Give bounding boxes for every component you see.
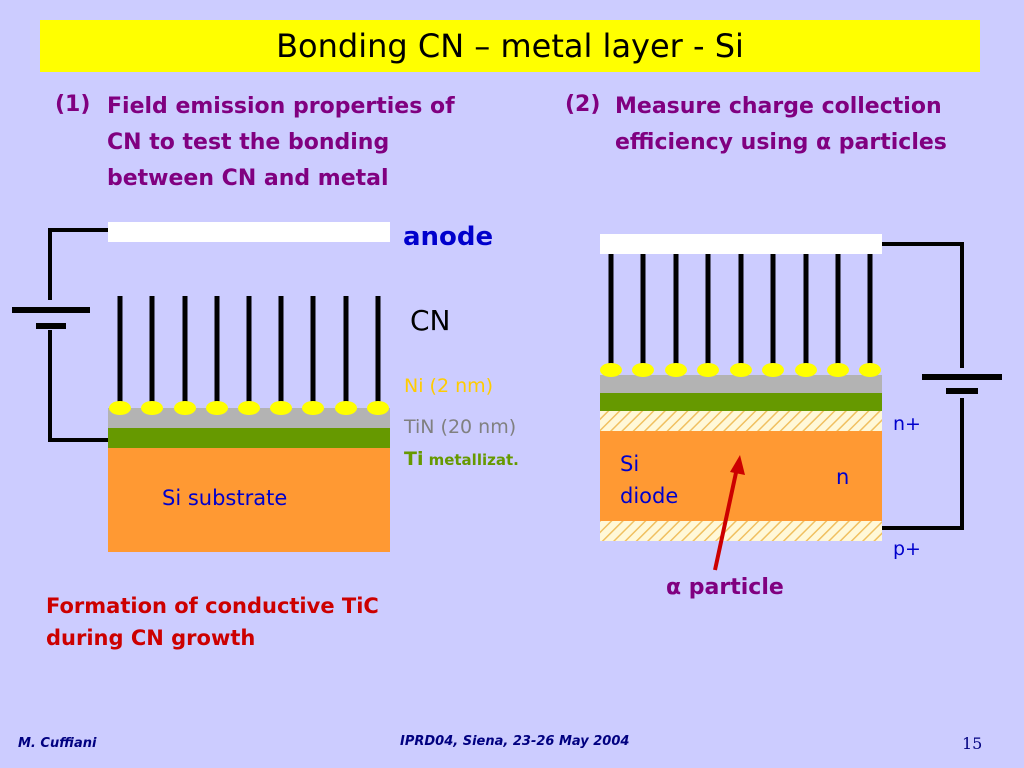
- item-2-number: (2): [565, 92, 601, 117]
- ti-label: Ti metallizat.: [404, 448, 519, 470]
- right-ni-dots: [600, 363, 881, 377]
- nplus-label: n+: [893, 413, 921, 435]
- item-1-line: between CN and metal: [107, 166, 389, 191]
- left-ni-dots: [109, 401, 389, 415]
- left-ti-layer: [108, 428, 390, 448]
- diode-label: diode: [620, 484, 679, 508]
- right-si-diode: [600, 431, 882, 521]
- right-nplus-layer: [600, 411, 882, 431]
- n-label: n: [836, 465, 850, 489]
- anode-label: anode: [403, 222, 494, 252]
- footer-conference: IPRD04, Siena, 23-26 May 2004: [400, 734, 630, 749]
- left-cn-nanotubes: [117, 296, 381, 404]
- item-1-text: Field emission properties of CN to test …: [107, 89, 455, 197]
- left-si-substrate: [108, 448, 390, 552]
- ti-label-bold: Ti: [404, 448, 424, 470]
- left-battery-icon: [12, 300, 90, 330]
- right-top-plate: [600, 234, 882, 254]
- left-anode-plate: [108, 222, 390, 242]
- tic-note-line: Formation of conductive TiC: [46, 594, 379, 618]
- right-pplus-layer: [600, 521, 882, 541]
- tic-note-line: during CN growth: [46, 626, 256, 650]
- right-battery-icon: [922, 368, 1002, 398]
- alpha-arrow-icon: [713, 455, 745, 571]
- ni-label: Ni (2 nm): [404, 375, 494, 397]
- page-number: 15: [962, 734, 983, 753]
- right-cn-nanotubes: [608, 254, 873, 370]
- cn-label: CN: [410, 304, 451, 337]
- item-2-line: efficiency using α particles: [615, 130, 947, 155]
- right-diagram: [600, 234, 1002, 571]
- right-ti-layer: [600, 393, 882, 411]
- left-circuit-wire: [48, 228, 108, 442]
- pplus-label: p+: [893, 538, 921, 560]
- ti-label-rest: metallizat.: [428, 451, 519, 469]
- left-diagram: [12, 222, 390, 552]
- footer-author: M. Cuffiani: [18, 736, 97, 751]
- item-2-line: Measure charge collection: [615, 94, 942, 119]
- page-title: Bonding CN – metal layer - Si: [276, 27, 744, 65]
- item-1-number: (1): [55, 92, 91, 117]
- item-1-line: CN to test the bonding: [107, 130, 390, 155]
- tin-label: TiN (20 nm): [404, 416, 517, 438]
- title-bar: Bonding CN – metal layer - Si: [40, 20, 980, 72]
- si-label: Si: [620, 452, 640, 476]
- item-2-text: Measure charge collection efficiency usi…: [615, 89, 947, 161]
- right-tin-layer: [600, 375, 882, 393]
- item-1-line: Field emission properties of: [107, 94, 455, 119]
- si-substrate-label: Si substrate: [162, 486, 288, 510]
- tic-note: Formation of conductive TiC during CN gr…: [46, 590, 379, 654]
- alpha-particle-label: α particle: [666, 575, 784, 600]
